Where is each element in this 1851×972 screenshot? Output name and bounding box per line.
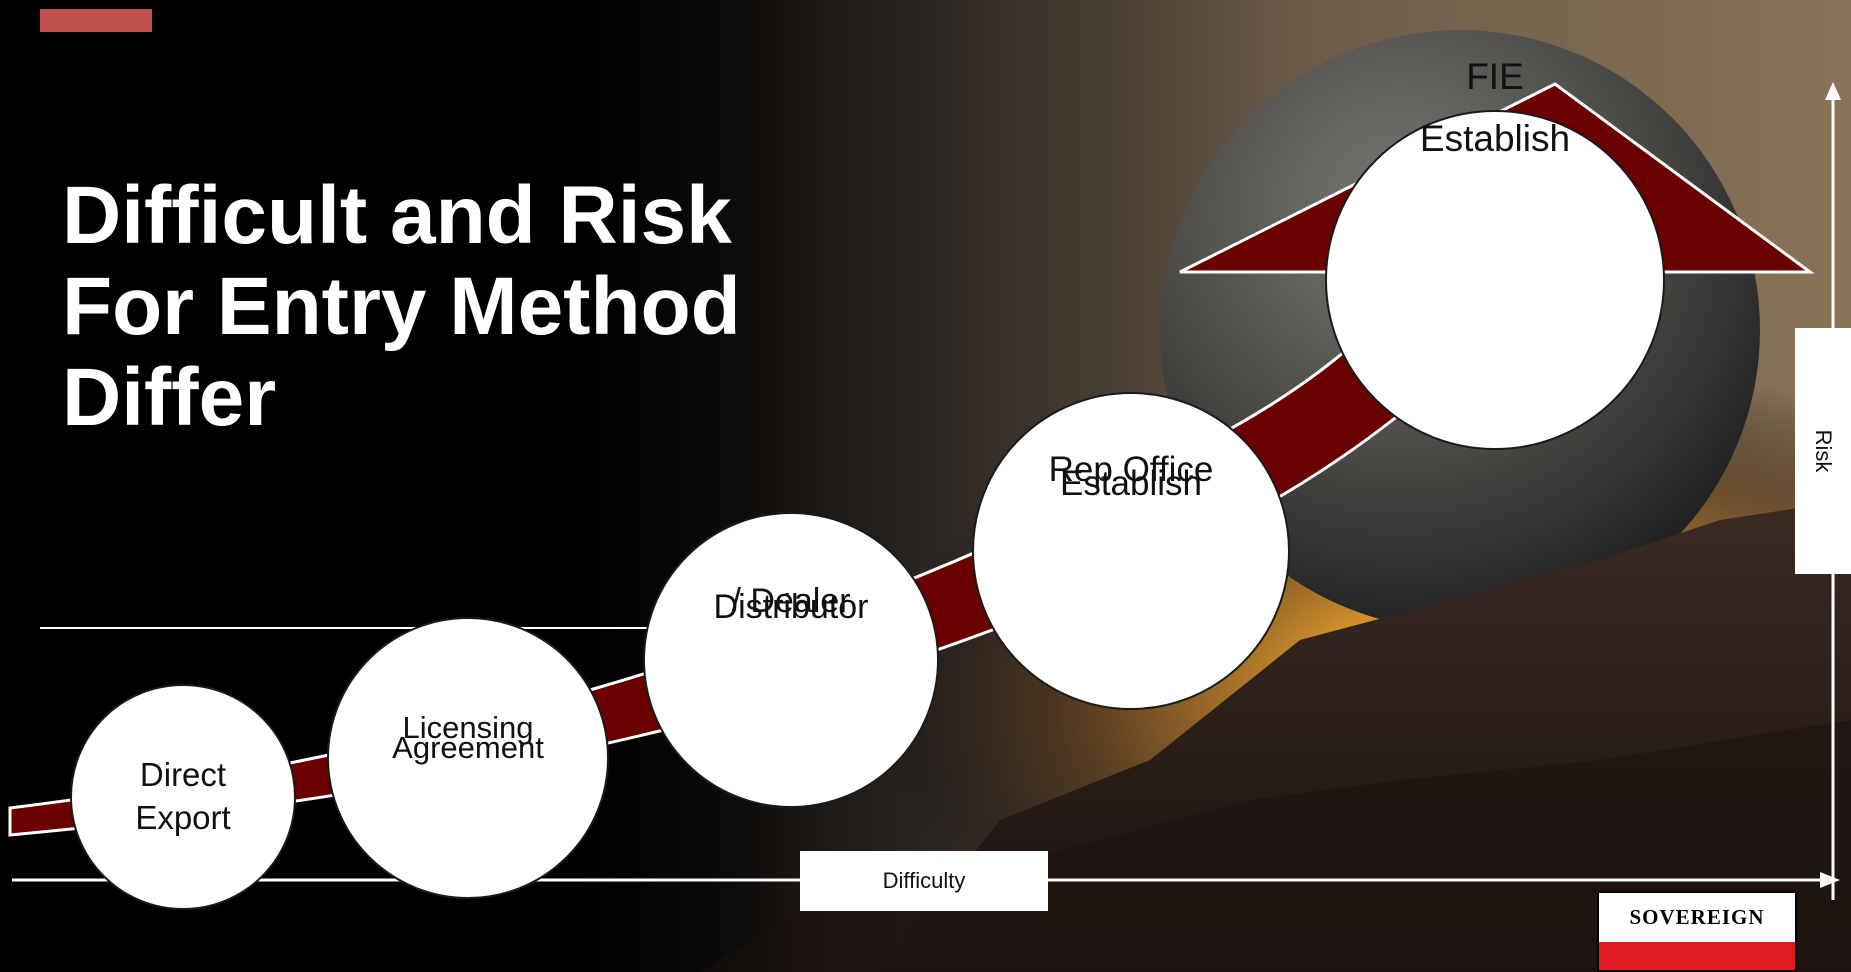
step-label-line2: Rep Office bbox=[1048, 449, 1214, 489]
step-label-line2: FIE bbox=[1466, 56, 1524, 98]
title-divider bbox=[40, 627, 665, 629]
step-label-line1: Establish bbox=[1059, 464, 1203, 503]
step-label-line1: Direct bbox=[139, 756, 227, 794]
accent-bar bbox=[40, 9, 152, 32]
y-axis-label: Risk bbox=[1811, 429, 1836, 473]
step-establish-rep-office: Establish Rep Office bbox=[972, 392, 1290, 710]
step-label-line1: Licensing bbox=[402, 709, 534, 745]
step-label: Direct Export bbox=[135, 754, 230, 840]
slide-title: Difficult and Risk For Entry Method Diff… bbox=[62, 170, 741, 444]
sovereign-logo: SOVEREIGN bbox=[1597, 891, 1797, 972]
step-label-line1: Distributor bbox=[713, 588, 869, 626]
step-label: Licensing Agreement bbox=[392, 710, 544, 769]
step-label-line1: Establish bbox=[1419, 118, 1571, 159]
y-axis-label-box: Risk bbox=[1795, 328, 1851, 574]
y-axis-arrowhead bbox=[1825, 82, 1841, 100]
step-direct-export: Direct Export bbox=[70, 684, 296, 910]
logo-text: SOVEREIGN bbox=[1629, 905, 1765, 929]
step-establish-fie: Establish FIE bbox=[1325, 56, 1665, 450]
x-axis-label: Difficulty bbox=[800, 851, 1048, 911]
step-label-line2: Export bbox=[135, 799, 231, 836]
step-distributor-dealer: Distributor / Dealer bbox=[643, 512, 939, 808]
logo-red-bar bbox=[1599, 942, 1795, 970]
step-label-line2: Agreement bbox=[392, 730, 544, 765]
step-licensing-agreement: Licensing Agreement bbox=[327, 617, 609, 899]
step-label-line2: / Dealer bbox=[731, 582, 851, 621]
x-axis-arrowhead bbox=[1820, 872, 1840, 888]
